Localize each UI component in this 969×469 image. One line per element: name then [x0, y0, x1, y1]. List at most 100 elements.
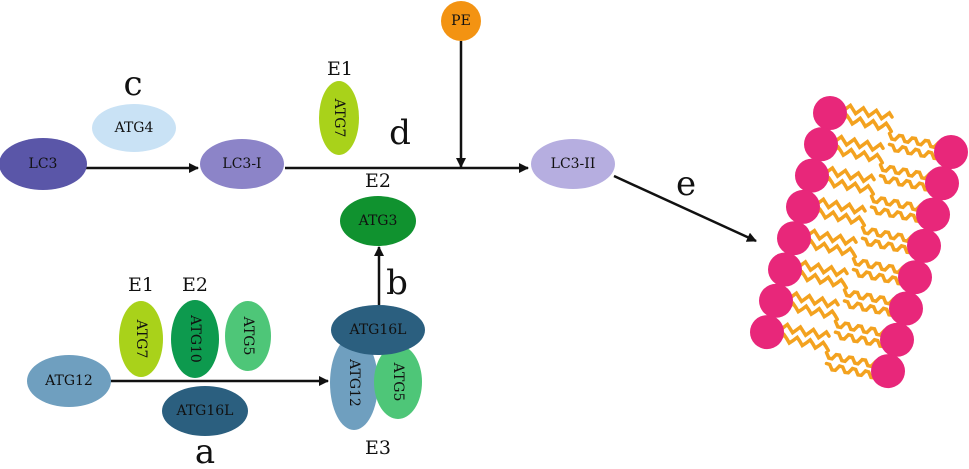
- lipid-tail: [869, 194, 925, 212]
- node-atg10: ATG10: [171, 300, 219, 378]
- lipid-tail: [784, 290, 840, 309]
- role-label-e1-top: E1: [327, 58, 353, 80]
- node-atg5-label: ATG5: [240, 316, 256, 356]
- lipid-head: [813, 96, 847, 130]
- lipid-tail: [878, 163, 934, 181]
- node-lc3-i: LC3-I: [200, 139, 284, 189]
- node-atg3-label: ATG3: [358, 213, 398, 229]
- lipid-tail: [887, 142, 943, 161]
- node-atg3-shape: [340, 196, 416, 246]
- lipid-tail: [833, 319, 889, 337]
- complex-atg16l-shape: [331, 305, 425, 355]
- lipid-tail: [838, 102, 894, 122]
- node-lc3-ii: LC3-II: [531, 139, 615, 189]
- node-lc3: LC3: [0, 138, 87, 190]
- lipid-tail: [775, 321, 831, 341]
- node-atg5-shape: [225, 301, 271, 371]
- node-atg7-top-label: ATG7: [331, 98, 347, 138]
- lipid-tail: [887, 131, 943, 150]
- node-atg12-shape: [27, 355, 111, 407]
- lipid-head: [786, 189, 820, 224]
- node-atg7-bottom: ATG7: [119, 301, 163, 377]
- node-atg16l: ATG16L: [162, 386, 248, 436]
- node-atg4: ATG4: [92, 104, 176, 152]
- lipid-tail: [860, 236, 916, 255]
- node-atg5: ATG5: [225, 301, 271, 371]
- lipid-head: [759, 283, 793, 318]
- lipid-head: [750, 315, 784, 350]
- node-lc3-shape: [0, 138, 87, 190]
- node-atg3: ATG3: [340, 196, 416, 246]
- complex-atg12-label: ATG12: [346, 358, 362, 407]
- lipid-head: [871, 354, 905, 389]
- lipid-tail: [829, 144, 885, 165]
- lipid-head: [804, 127, 838, 162]
- node-lc3-ii-shape: [531, 139, 615, 189]
- lipid-tail: [824, 350, 880, 369]
- node-lc3-label: LC3: [29, 156, 58, 172]
- lipid-head: [907, 228, 941, 263]
- complex-atg5-shape: [374, 345, 422, 419]
- node-pe-label: PE: [451, 13, 471, 29]
- step-label-c: c: [123, 64, 142, 104]
- node-pe-shape: [441, 1, 481, 41]
- role-label-e2-bottom: E2: [182, 274, 208, 296]
- lipid-tail: [851, 256, 907, 275]
- step-label-a: a: [195, 432, 215, 469]
- lipid-head: [925, 166, 959, 201]
- role-label-e2-top: E2: [365, 170, 391, 192]
- lipid-head: [934, 135, 968, 169]
- node-atg10-label: ATG10: [187, 314, 203, 363]
- lipid-head: [768, 252, 802, 287]
- lipid-tail: [775, 332, 831, 353]
- lipid-head: [777, 221, 811, 256]
- node-atg4-shape: [92, 104, 176, 152]
- lipid-tail: [860, 225, 916, 244]
- node-atg7-top-shape: [319, 81, 359, 155]
- complex-atg12-shape: [330, 336, 378, 430]
- lipid-tail: [869, 205, 925, 224]
- complex-atg5-label: ATG5: [390, 362, 406, 402]
- lipid-tail: [833, 330, 889, 349]
- node-lc3-ii-label: LC3-II: [551, 156, 596, 172]
- e3-complex: ATG12 ATG5 ATG16L: [330, 305, 425, 430]
- step-label-d: d: [389, 113, 411, 153]
- lipid-tail: [793, 259, 849, 278]
- node-atg7-bottom-label: ATG7: [133, 319, 149, 359]
- node-atg7-top: ATG7: [319, 81, 359, 155]
- lipid-head: [889, 291, 923, 326]
- lipid-tail: [811, 196, 867, 216]
- lipid-tail: [802, 238, 858, 259]
- lipid-tail: [784, 301, 840, 321]
- node-atg16l-shape: [162, 386, 248, 436]
- lipid-head: [898, 260, 932, 295]
- lipid-tail: [802, 228, 858, 247]
- node-atg10-shape: [171, 300, 219, 378]
- lipid-tail: [793, 269, 849, 290]
- step-label-e: e: [676, 164, 696, 204]
- lipid-tail: [842, 299, 898, 317]
- lipid-tail: [878, 173, 934, 192]
- lipid-tail: [851, 267, 907, 286]
- node-atg12: ATG12: [27, 355, 111, 407]
- lipid-head: [916, 197, 950, 232]
- lipid-tail: [829, 134, 885, 153]
- node-atg12-label: ATG12: [44, 373, 93, 389]
- lipid-bilayer-membrane: [750, 96, 968, 389]
- node-atg16l-label: ATG16L: [176, 403, 234, 419]
- lipid-tail: [838, 113, 894, 134]
- lipid-tail: [811, 207, 867, 228]
- lipid-tail: [824, 361, 880, 380]
- node-pe: PE: [441, 1, 481, 41]
- complex-atg16l-label: ATG16L: [349, 322, 407, 338]
- node-atg4-label: ATG4: [114, 120, 154, 136]
- step-label-b: b: [386, 263, 408, 303]
- node-lc3-i-label: LC3-I: [222, 156, 261, 172]
- node-lc3-i-shape: [200, 139, 284, 189]
- arrow-lc3ii-to-membrane: [613, 174, 757, 243]
- role-label-e1-bottom: E1: [128, 274, 154, 296]
- lipid-head: [795, 158, 829, 193]
- lipid-tail: [820, 175, 876, 196]
